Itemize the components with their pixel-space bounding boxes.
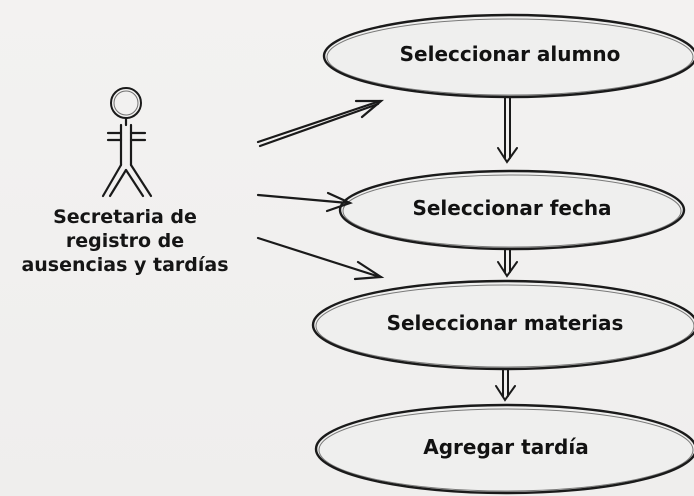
association-arrows [256,99,385,281]
actor-name-line-2: registro de [65,230,185,252]
actor-name-line-3: ausencias y tardías [21,254,229,276]
flow-arrow-uc3-uc4 [495,369,516,402]
use-case-label-uc1: Seleccionar alumno [399,42,621,66]
use-case-label-uc4: Agregar tardía [423,435,589,459]
actor-leg-left-b [108,168,128,198]
actor-leg-right-a [129,163,153,198]
use-case-label-uc3: Seleccionar materias [386,311,624,335]
uc2-ellipse [338,169,686,251]
actor-name: Secretaria de registro de ausencias y ta… [0,205,250,277]
flow-arrow-uc2-uc3 [497,249,518,278]
actor-head-inner [113,90,139,116]
actor-leg-left-a [101,163,123,198]
uc3-ellipse [311,279,694,371]
actor-leg-right-b [124,168,145,198]
uc2-ellipse-inner [342,174,682,248]
flow-arrow-uc1-uc2 [497,97,518,164]
use-case-ellipses [311,13,694,495]
use-case-label-uc2: Seleccionar fecha [412,196,612,220]
uc4-ellipse [314,403,694,495]
association-arrow-uc3 [256,236,385,281]
actor-name-line-1: Secretaria de [53,206,197,228]
flow-arrows [495,97,518,402]
uc1-ellipse-inner [326,18,694,96]
uc3-ellipse-inner [315,284,694,368]
actor-figure [101,87,153,198]
uc4-ellipse-inner [318,408,694,492]
actor-head [110,87,142,119]
association-arrow-uc1 [256,99,385,148]
association-arrow-uc2 [256,191,353,213]
